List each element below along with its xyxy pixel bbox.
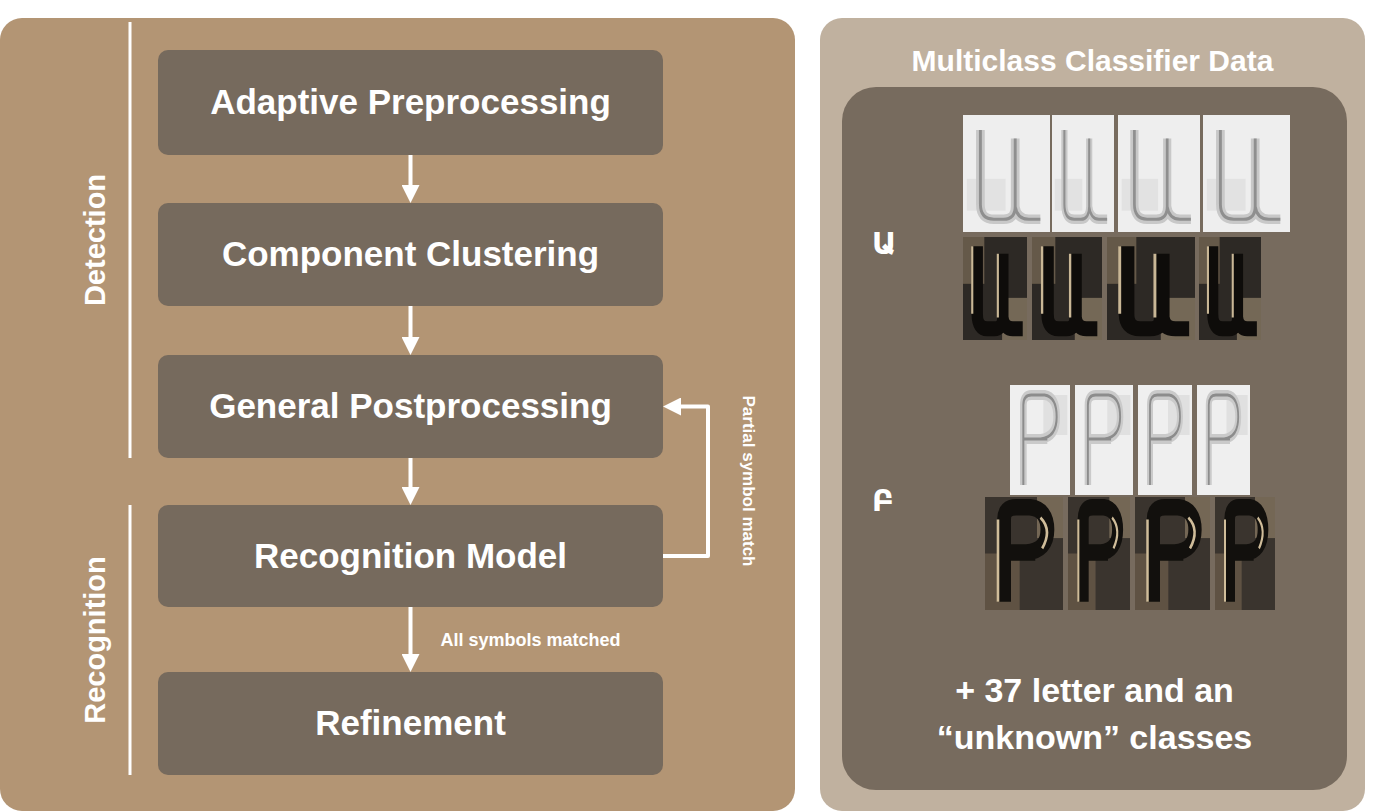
edge-label: Partial symbol match (738, 396, 758, 567)
sample-image (963, 115, 1050, 232)
text-slot: Multiclass Classifier Data (820, 40, 1365, 81)
process-box: General Postprocessing (158, 355, 663, 458)
process-box: Refinement (158, 672, 663, 775)
process-label: General Postprocessing (209, 386, 612, 426)
flow-arrow (409, 607, 413, 664)
class-letter: Բ (872, 480, 942, 521)
class-note: + 37 letter and an “unknown” classes (867, 667, 1322, 761)
process-label: Refinement (315, 703, 506, 743)
sample-image (1215, 497, 1275, 610)
class-letter: Ա (872, 223, 942, 264)
text-slot: + 37 letter and an “unknown” classes (867, 667, 1322, 761)
sample-image (1032, 237, 1102, 340)
sample-image (1075, 385, 1133, 495)
process-label: Adaptive Preprocessing (210, 82, 611, 122)
pipeline-panel (0, 18, 795, 811)
text-slot: Refinement (158, 672, 663, 775)
sample-image (1068, 497, 1130, 610)
sample-image (1135, 497, 1210, 610)
sample-image (1052, 115, 1114, 232)
flow-arrow (409, 306, 413, 347)
text-slot: Բ (872, 480, 942, 521)
text-slot: General Postprocessing (158, 355, 663, 458)
process-box: Adaptive Preprocessing (158, 50, 663, 155)
sample-image (1107, 237, 1195, 340)
group-label: Recognition (79, 556, 112, 724)
text-slot: Component Clustering (158, 203, 663, 306)
flow-arrow (663, 407, 708, 557)
data-panel: Ա Բ + 37 letter and an “unknown” classes Mu… (820, 18, 1365, 811)
group-label: Detection (79, 174, 112, 306)
text-slot: Adaptive Preprocessing (158, 50, 663, 155)
text-slot: Ա (872, 223, 942, 264)
sample-image (1199, 237, 1261, 340)
process-box: Component Clustering (158, 203, 663, 306)
detection-bracket (129, 22, 132, 458)
process-label: Component Clustering (222, 234, 599, 274)
sample-image (963, 237, 1027, 340)
flow-arrow (409, 458, 413, 497)
sample-image (985, 497, 1063, 610)
panel-title: Multiclass Classifier Data (820, 40, 1365, 81)
sample-image (1138, 385, 1192, 495)
sample-image (1010, 385, 1070, 495)
flow-arrow (409, 155, 413, 195)
class-examples-box: Ա Բ + 37 letter and an “unknown” classes (842, 87, 1347, 790)
text-slot: Recognition Model (158, 505, 663, 607)
process-box: Recognition Model (158, 505, 663, 607)
recognition-bracket (129, 505, 132, 775)
sample-image (1197, 385, 1250, 495)
process-label: Recognition Model (254, 536, 567, 576)
sample-image (1118, 115, 1200, 232)
edge-label: All symbols matched (441, 629, 621, 650)
sample-image (1203, 115, 1290, 232)
